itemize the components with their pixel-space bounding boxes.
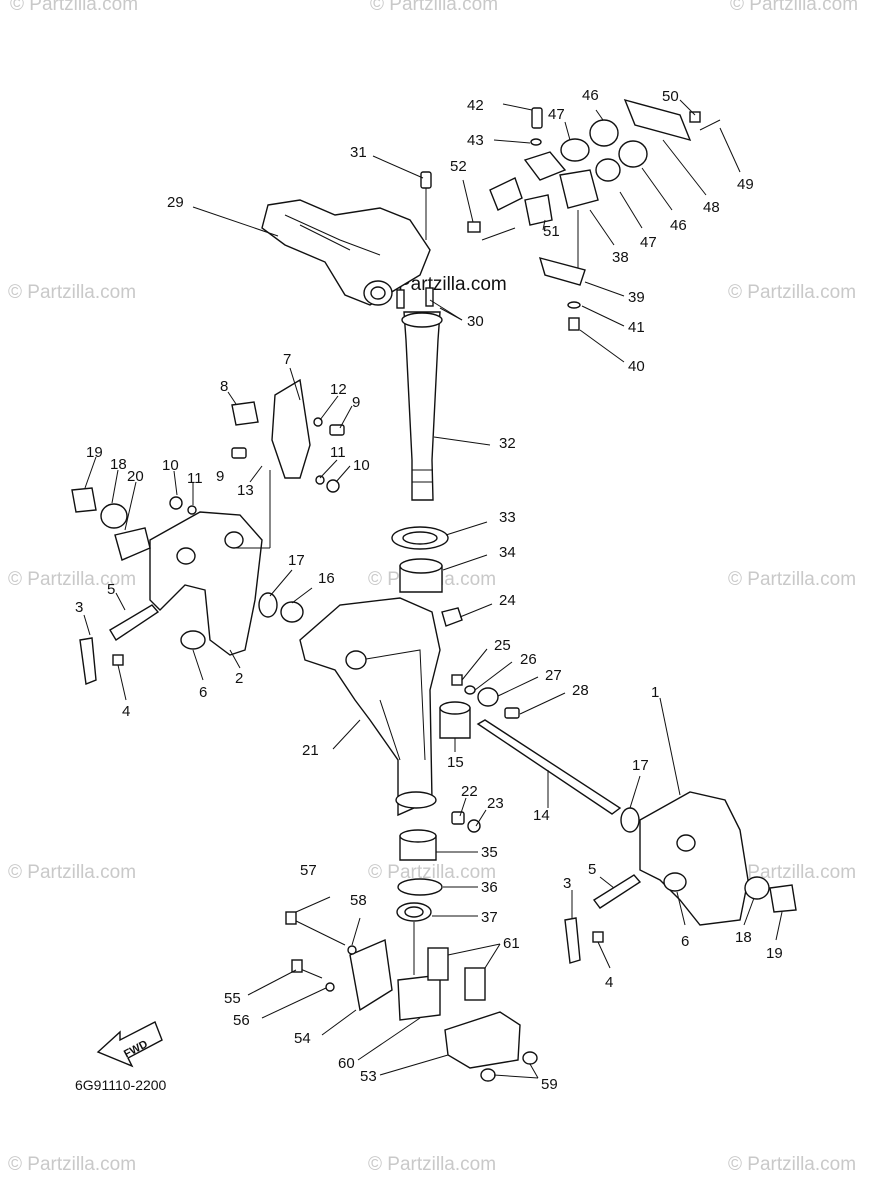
callout-40: 40: [628, 358, 645, 375]
watermark: © Partzilla.com: [730, 0, 858, 15]
callout-11: 11: [187, 470, 203, 487]
callout-5-right: 5: [588, 861, 596, 878]
tilt-shaft: [476, 719, 622, 815]
callout-19-right: 19: [766, 945, 783, 962]
callout-25: 25: [494, 637, 511, 654]
watermark: © Partzilla.com: [728, 1154, 856, 1175]
callout-47-lower: 47: [640, 234, 657, 251]
watermark: © Partzilla.com: [8, 569, 136, 590]
steering-bracket: [261, 199, 431, 306]
callout-37: 37: [481, 909, 498, 926]
callout-16: 16: [318, 570, 335, 587]
callout-18-right: 18: [735, 929, 752, 946]
callout-49: 49: [737, 176, 754, 193]
callout-1: 1: [651, 684, 659, 701]
callout-18: 18: [110, 456, 127, 473]
callout-6: 6: [199, 684, 207, 701]
callout-36: 36: [481, 879, 498, 896]
callout-5: 5: [107, 581, 115, 598]
watermark: © Partzilla.com: [728, 282, 856, 303]
part-drawings: FWD: [71, 98, 797, 1082]
callouts: 29 31 30 32 33 34 24 25 26 27 28 1 15 14…: [75, 87, 783, 1093]
callout-10: 10: [162, 457, 179, 474]
callout-8: 8: [220, 378, 228, 395]
steering-shaft: [403, 311, 441, 501]
callout-11-right: 11: [330, 444, 346, 461]
callout-47: 47: [548, 106, 565, 123]
callout-7: 7: [283, 351, 291, 368]
callout-55: 55: [224, 990, 241, 1007]
callout-27: 27: [545, 667, 562, 684]
center-watermark: Partzilla.com: [398, 274, 507, 295]
leader-lines: [83, 99, 783, 1079]
callout-58: 58: [350, 892, 367, 909]
clamp-bracket-right: [639, 791, 749, 926]
callout-60: 60: [338, 1055, 355, 1072]
watermark: © Partzilla.com: [368, 1154, 496, 1175]
callout-38: 38: [612, 249, 629, 266]
watermark: © Partzilla.com: [8, 282, 136, 303]
callout-4-right: 4: [605, 974, 613, 991]
callout-3: 3: [75, 599, 83, 616]
clamp-bracket-left: [149, 511, 263, 656]
callout-61: 61: [503, 935, 520, 952]
callout-46: 46: [582, 87, 599, 104]
callout-17-left: 17: [288, 552, 305, 569]
callout-3-right: 3: [563, 875, 571, 892]
callout-32: 32: [499, 435, 516, 452]
callout-46-lower: 46: [670, 217, 687, 234]
callout-12: 12: [330, 381, 347, 398]
callout-51: 51: [543, 223, 560, 240]
callout-19: 19: [86, 444, 103, 461]
callout-52: 52: [450, 158, 467, 175]
callout-2: 2: [235, 670, 243, 687]
watermark: © Partzilla.com: [8, 862, 136, 883]
callout-34: 34: [499, 544, 516, 561]
callout-15: 15: [447, 754, 464, 771]
callout-57: 57: [300, 862, 317, 879]
callout-35: 35: [481, 844, 498, 861]
callout-10-right: 10: [353, 457, 370, 474]
callout-42: 42: [467, 97, 484, 114]
callout-31: 31: [350, 144, 367, 161]
callout-9: 9: [352, 394, 360, 411]
callout-30: 30: [467, 313, 484, 330]
callout-53: 53: [360, 1068, 377, 1085]
callout-48: 48: [703, 199, 720, 216]
callout-50: 50: [662, 88, 679, 105]
watermark: © Partzilla.com: [8, 1154, 136, 1175]
callout-22: 22: [461, 783, 478, 800]
callout-14: 14: [533, 807, 550, 824]
callout-54: 54: [294, 1030, 311, 1047]
callout-26: 26: [520, 651, 537, 668]
callout-56: 56: [233, 1012, 250, 1029]
callout-23: 23: [487, 795, 504, 812]
watermark: © Partzilla.com: [728, 569, 856, 590]
swivel-bracket: [299, 597, 441, 817]
callout-43: 43: [467, 132, 484, 149]
diagram-code: 6G91110-2200: [75, 1077, 167, 1093]
callout-9-left: 9: [216, 468, 224, 485]
callout-29: 29: [167, 194, 184, 211]
callout-59: 59: [541, 1076, 558, 1093]
watermark: © Partzilla.com: [368, 862, 496, 883]
callout-21: 21: [302, 742, 319, 759]
watermark: © Partzilla.com: [10, 0, 138, 15]
callout-4: 4: [122, 703, 130, 720]
fwd-arrow: [96, 1021, 163, 1068]
callout-39: 39: [628, 289, 645, 306]
callout-6-right: 6: [681, 933, 689, 950]
callout-20: 20: [127, 468, 144, 485]
callout-41: 41: [628, 319, 645, 336]
callout-33: 33: [499, 509, 516, 526]
watermark: © Partzilla.com: [370, 0, 498, 15]
callout-28: 28: [572, 682, 589, 699]
callout-13: 13: [237, 482, 254, 499]
callout-17: 17: [632, 757, 649, 774]
callout-24: 24: [499, 592, 516, 609]
